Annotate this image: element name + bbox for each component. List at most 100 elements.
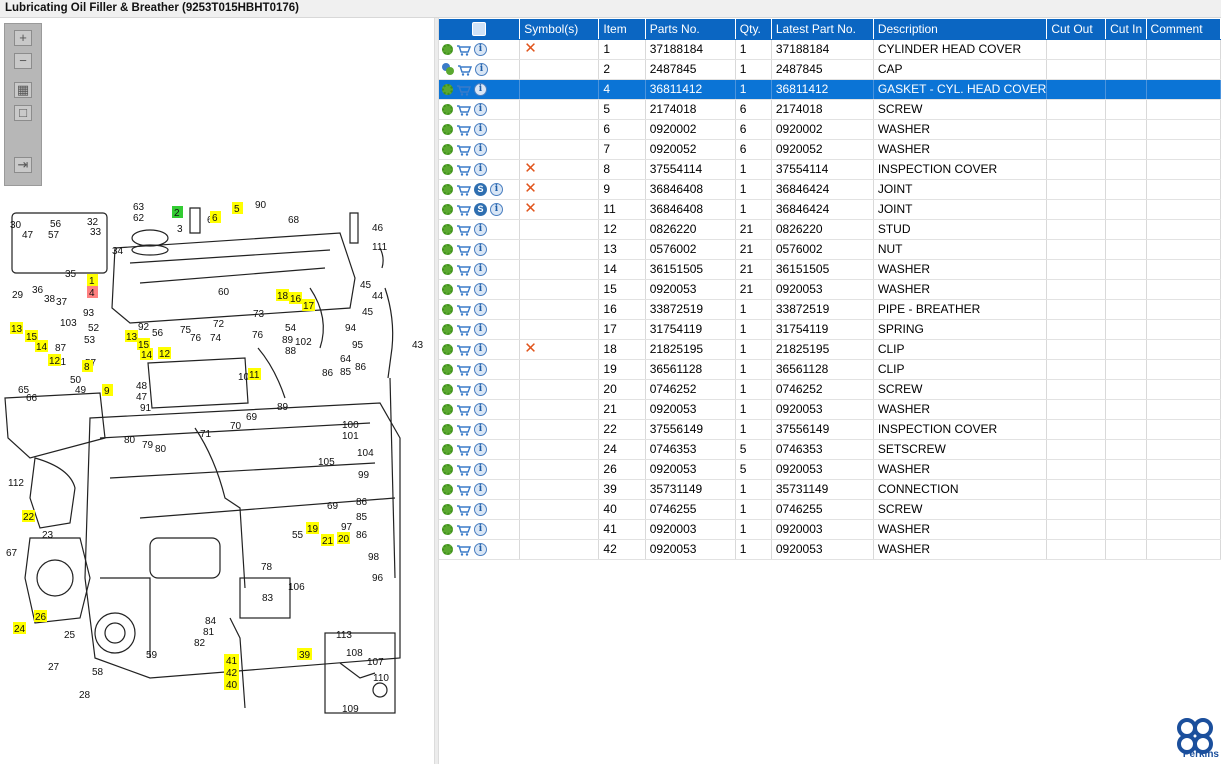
info-icon[interactable]: i xyxy=(474,102,487,116)
info-icon[interactable]: i xyxy=(474,522,487,536)
info-icon[interactable]: i xyxy=(474,422,487,436)
column-header-latest-part-no[interactable]: Latest Part No. xyxy=(771,19,874,40)
supersession-icon[interactable]: S xyxy=(474,202,487,216)
column-header-description[interactable]: Description xyxy=(873,19,1048,40)
gear-icon[interactable] xyxy=(442,463,453,475)
info-icon[interactable]: i xyxy=(474,502,487,516)
gear-icon[interactable] xyxy=(442,303,453,315)
gear-icon[interactable] xyxy=(442,283,453,295)
panel-splitter[interactable] xyxy=(434,18,439,764)
gear-icon[interactable] xyxy=(442,543,453,555)
cart-icon[interactable] xyxy=(456,342,474,356)
info-icon[interactable]: i xyxy=(490,202,503,216)
cart-icon[interactable] xyxy=(456,362,474,376)
info-icon[interactable]: i xyxy=(474,82,487,96)
cart-icon[interactable] xyxy=(456,502,474,516)
info-icon[interactable]: i xyxy=(474,122,487,136)
info-icon[interactable]: i xyxy=(490,182,503,196)
info-icon[interactable]: i xyxy=(474,342,487,356)
gears-icon[interactable] xyxy=(442,63,454,76)
column-header-cut-out[interactable]: Cut Out xyxy=(1046,19,1107,40)
cart-icon[interactable] xyxy=(456,42,474,56)
column-header-parts-no[interactable]: Parts No. xyxy=(645,19,736,40)
info-icon[interactable]: i xyxy=(474,222,487,236)
info-icon[interactable]: i xyxy=(474,462,487,476)
cart-icon[interactable] xyxy=(456,402,474,416)
info-icon[interactable]: i xyxy=(474,282,487,296)
info-icon[interactable]: i xyxy=(474,402,487,416)
info-icon[interactable]: i xyxy=(474,42,487,56)
gear-icon[interactable] xyxy=(442,503,453,515)
cart-icon[interactable] xyxy=(456,442,474,456)
cart-icon[interactable] xyxy=(456,142,474,156)
column-header-cut-in[interactable]: Cut In xyxy=(1105,19,1147,40)
cart-icon[interactable] xyxy=(456,202,474,216)
gear-icon[interactable] xyxy=(442,423,453,435)
gear-icon[interactable] xyxy=(442,323,453,335)
zoom-out-icon[interactable]: − xyxy=(14,53,32,69)
column-header-symbols[interactable]: Symbol(s) xyxy=(519,19,600,40)
supersession-icon[interactable]: S xyxy=(474,182,487,196)
info-icon[interactable]: i xyxy=(475,62,488,76)
cart-icon[interactable] xyxy=(457,62,475,76)
cart-icon[interactable] xyxy=(456,382,474,396)
cart-icon[interactable] xyxy=(456,122,474,136)
gear-icon[interactable] xyxy=(442,343,453,355)
cart-icon[interactable] xyxy=(456,102,474,116)
gear-icon[interactable] xyxy=(442,123,453,135)
fit-grid-icon[interactable]: ▦ xyxy=(14,82,32,98)
info-icon[interactable]: i xyxy=(474,442,487,456)
gear-icon[interactable] xyxy=(442,263,453,275)
gear-icon[interactable] xyxy=(442,103,453,115)
info-icon[interactable]: i xyxy=(474,242,487,256)
search-filter-icon[interactable] xyxy=(472,22,487,37)
cart-icon[interactable] xyxy=(456,522,474,536)
cart-icon[interactable] xyxy=(456,182,474,196)
square-icon[interactable]: □ xyxy=(14,105,32,121)
gear-icon[interactable] xyxy=(442,363,453,375)
gear-icon[interactable] xyxy=(442,203,453,215)
column-header-item[interactable]: Item xyxy=(598,19,646,40)
gear-icon[interactable] xyxy=(442,143,453,155)
cart-icon[interactable] xyxy=(456,262,474,276)
gear-icon[interactable] xyxy=(442,483,453,495)
cart-icon[interactable] xyxy=(456,422,474,436)
info-icon[interactable]: i xyxy=(474,142,487,156)
column-header-qty[interactable]: Qty. xyxy=(735,19,772,40)
gear-icon[interactable] xyxy=(442,243,453,255)
cart-icon[interactable] xyxy=(456,242,474,256)
gear-icon[interactable] xyxy=(442,383,453,395)
zoom-in-icon[interactable]: + xyxy=(14,30,32,46)
info-icon[interactable]: i xyxy=(474,262,487,276)
info-icon[interactable]: i xyxy=(474,362,487,376)
info-icon[interactable]: i xyxy=(474,382,487,396)
gear-icon[interactable] xyxy=(442,223,453,235)
info-icon[interactable]: i xyxy=(474,322,487,336)
cart-icon[interactable] xyxy=(456,162,474,176)
cart-icon[interactable] xyxy=(456,82,474,96)
